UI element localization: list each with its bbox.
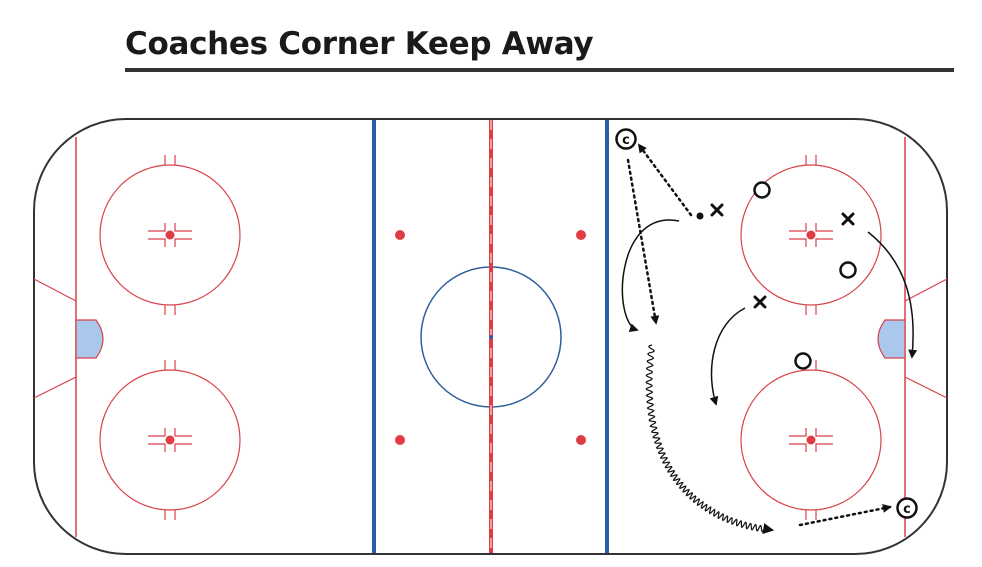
- neutral-dot: [395, 435, 405, 445]
- skate-arrow-icon: [867, 231, 918, 359]
- faceoff-dot: [806, 435, 816, 445]
- defense-player-x-icon: [841, 212, 855, 226]
- center-faceoff-dot: [489, 335, 493, 339]
- puck-icon: [696, 212, 704, 220]
- defense-player-x-icon: [753, 295, 767, 309]
- faceoff-dot: [165, 230, 175, 240]
- neutral-dot: [395, 230, 405, 240]
- carry-arrow-icon: [645, 344, 775, 534]
- goal-crease-left: [75, 319, 104, 359]
- trapezoid-left: [33, 278, 77, 399]
- skate-arrow-icon: [621, 219, 680, 333]
- coach-icon: c: [615, 128, 637, 150]
- offense-player-o-icon: [753, 181, 771, 199]
- neutral-dot: [576, 435, 586, 445]
- faceoff-circle: [740, 155, 882, 315]
- faceoff-circle: [99, 360, 241, 520]
- faceoff-dot: [806, 230, 816, 240]
- offense-player-o-icon: [839, 261, 857, 279]
- pass-arrow-icon: [637, 143, 693, 217]
- skate-arrow-icon: [709, 307, 746, 406]
- faceoff-dot: [165, 435, 175, 445]
- neutral-dot: [576, 230, 586, 240]
- faceoff-circle: [99, 155, 241, 315]
- coach-label: c: [622, 133, 630, 148]
- defense-player-x-icon: [710, 203, 724, 217]
- skate-arrow-icon: [626, 158, 660, 325]
- coach-icon: c: [896, 497, 918, 519]
- coach-label: c: [903, 502, 911, 517]
- trapezoid-right: [904, 278, 948, 399]
- title-underline: [125, 68, 954, 72]
- goal-crease-right: [877, 319, 906, 359]
- offense-player-o-icon: [794, 352, 812, 370]
- page-title: Coaches Corner Keep Away: [125, 26, 594, 62]
